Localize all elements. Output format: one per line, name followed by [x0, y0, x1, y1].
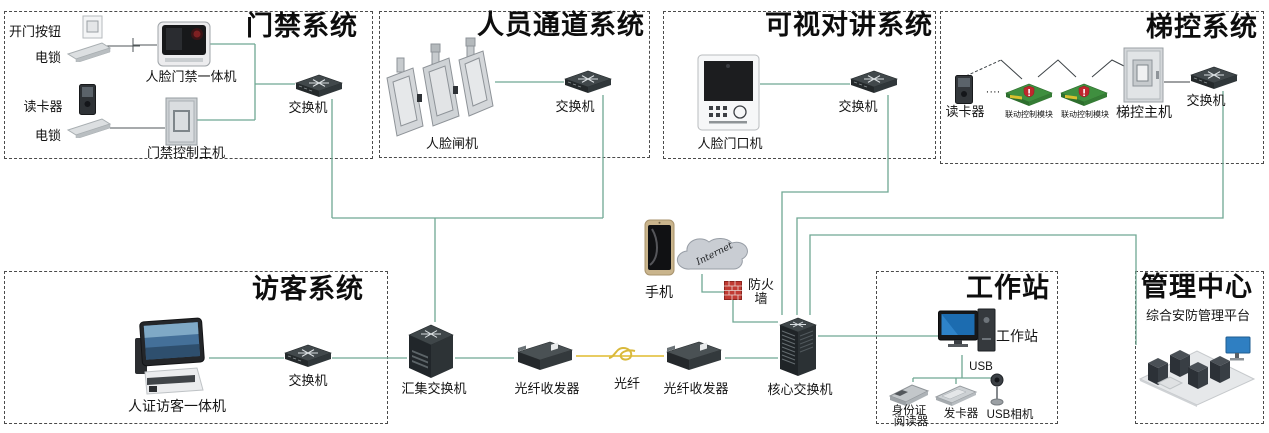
aggregation-switch-icon: [407, 322, 455, 380]
switch-icon: [564, 69, 612, 95]
elevator-control-title: 梯控系统: [1146, 12, 1258, 42]
fiber-transceiver-label: 光纤收发器: [514, 381, 580, 396]
switch-label: 交换机: [1186, 93, 1226, 108]
door-open-button-icon: [82, 15, 103, 39]
mobile-phone-icon: [644, 219, 675, 276]
card-reader-icon: [955, 75, 973, 104]
server-platform-icon: [1138, 323, 1256, 407]
internet-cloud-icon: Internet: [672, 227, 750, 279]
management-center-title: 管理中心: [1141, 272, 1253, 302]
switch-label: 交换机: [288, 100, 328, 115]
fiber-transceiver-label: 光纤收发器: [663, 381, 729, 396]
id-card-reader-icon: [888, 380, 930, 407]
face-access-terminal-icon: [157, 21, 211, 68]
access-controller-icon: [165, 97, 198, 146]
card-issuer-icon: [934, 383, 978, 407]
core-switch-label: 核心交换机: [767, 382, 833, 397]
id-card-reader-label-line2: 阅读器: [893, 416, 929, 428]
electric-lock-icon: [66, 40, 112, 62]
elevator-host-label: 梯控主机: [1116, 104, 1172, 120]
optical-fiber-label: 光纤: [613, 376, 640, 391]
optical-fiber-icon: [608, 344, 636, 364]
switch-icon: [295, 73, 343, 99]
fiber-transceiver-icon: [514, 339, 576, 373]
visitor-terminal-icon: [131, 316, 209, 398]
switch-label: 交换机: [555, 99, 595, 114]
visitor-title: 访客系统: [252, 274, 364, 304]
fiber-transceiver-icon: [663, 339, 725, 373]
door-open-button-label: 开门按钮: [8, 24, 61, 39]
usb-camera-label: USB相机: [986, 409, 1034, 421]
electric-lock-label: 电锁: [34, 50, 61, 65]
usb-camera-icon: [988, 373, 1006, 407]
face-turnstile-icon: [383, 36, 495, 138]
access-control-title: 门禁系统: [246, 11, 358, 41]
workstation-pc-label: 工作站: [996, 328, 1038, 344]
face-turnstile-label: 人脸闸机: [425, 136, 478, 151]
switch-icon: [850, 69, 898, 95]
face-door-station-label: 人脸门口机: [697, 136, 763, 151]
visitor-terminal-label: 人证访客一体机: [128, 398, 226, 414]
workstation-title: 工作站: [966, 273, 1050, 303]
linkage-control-module-label: 联动控制模块: [1061, 110, 1109, 119]
electric-lock-icon: [66, 116, 112, 138]
access-controller-label: 门禁控制主机: [146, 145, 225, 160]
mobile-phone-label: 手机: [645, 284, 673, 300]
card-issuer-label: 发卡器: [943, 408, 979, 420]
id-card-reader-label-line1: 身份证: [891, 405, 927, 417]
personnel-channel-title: 人员通道系统: [477, 10, 645, 40]
firewall-label-line2: 墙: [754, 291, 768, 306]
switch-label: 交换机: [838, 99, 878, 114]
card-reader-label: 读卡器: [23, 99, 63, 114]
card-reader-icon: [79, 84, 96, 115]
linkage-control-module-icon: [1059, 79, 1109, 107]
face-access-terminal-label: 人脸门禁一体机: [145, 69, 237, 84]
firewall-icon: [724, 281, 742, 300]
linkage-control-module-icon: [1004, 79, 1054, 107]
switch-label: 交换机: [288, 373, 328, 388]
electric-lock-label: 电锁: [34, 128, 61, 143]
elevator-host-icon: [1123, 47, 1164, 103]
switch-icon: [1190, 65, 1238, 91]
workstation-pc-icon: [938, 308, 996, 355]
usb-label: USB: [969, 361, 993, 373]
aggregation-switch-label: 汇集交换机: [401, 381, 467, 396]
card-reader-label: 读卡器: [945, 104, 985, 119]
linkage-control-module-label: 联动控制模块: [1005, 110, 1053, 119]
core-switch-icon: [778, 315, 818, 379]
security-platform-label: 综合安防管理平台: [1145, 308, 1250, 323]
switch-icon: [284, 343, 332, 369]
face-door-station-icon: [697, 54, 760, 131]
ellipsis-dots: ····: [985, 86, 1001, 98]
video-intercom-title: 可视对讲系统: [765, 10, 933, 40]
